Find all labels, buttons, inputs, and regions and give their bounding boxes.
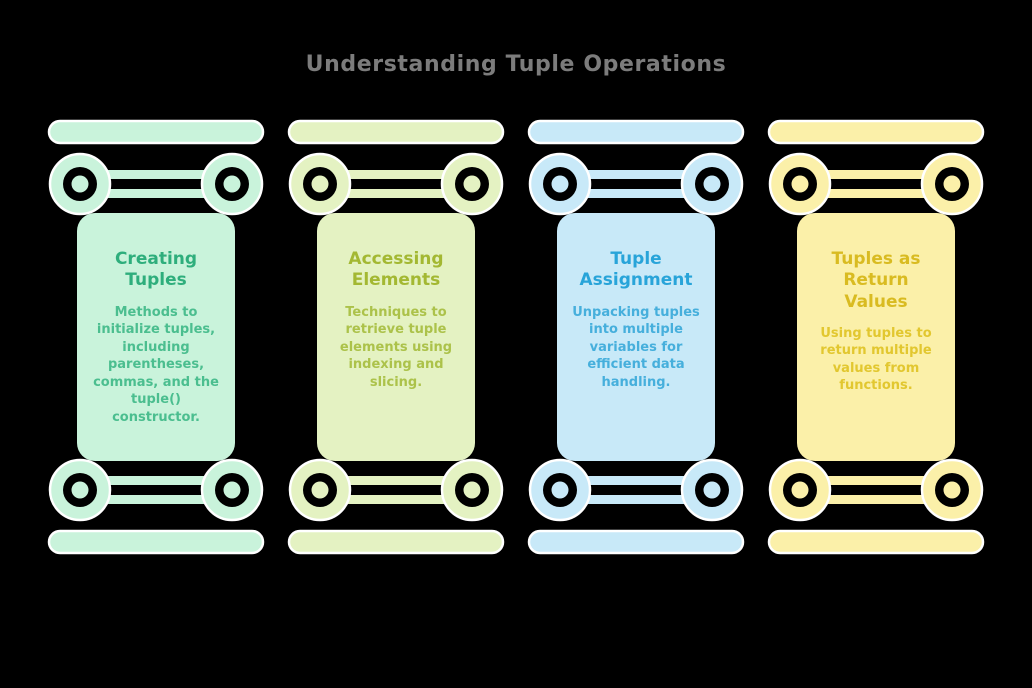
column-title: Creating Tuples [114, 249, 198, 291]
greek-column-capital-top-icon [767, 119, 985, 221]
greek-column-capital-top-icon [47, 119, 265, 221]
greek-column-capital-top-icon [287, 119, 505, 221]
greek-column-base-bottom-icon [287, 453, 505, 555]
page-title: Understanding Tuple Operations [305, 52, 727, 77]
column-body: Creating Tuples Methods to initialize tu… [77, 213, 235, 461]
column-creating-tuples: Creating Tuples Methods to initialize tu… [47, 119, 265, 555]
column-description: Unpacking tuples into multiple variables… [572, 304, 700, 390]
column-description: Methods to initialize tuples, including … [93, 304, 219, 425]
column-description: Techniques to retrieve tuple elements us… [339, 304, 453, 390]
greek-column-base-bottom-icon [767, 453, 985, 555]
column-description: Using tuples to return multiple values f… [820, 325, 932, 394]
column-tuple-assignment: Tuple Assignment Unpacking tuples into m… [527, 119, 745, 555]
greek-column-base-bottom-icon [47, 453, 265, 555]
column-title: Tuple Assignment [579, 249, 693, 291]
columns-row: Creating Tuples Methods to initialize tu… [0, 119, 1032, 555]
column-body: Tuples as Return Values Using tuples to … [797, 213, 955, 461]
column-title: Accessing Elements [348, 249, 444, 291]
greek-column-base-bottom-icon [527, 453, 745, 555]
column-tuples-as-return-values: Tuples as Return Values Using tuples to … [767, 119, 985, 555]
greek-column-capital-top-icon [527, 119, 745, 221]
column-title: Tuples as Return Values [831, 249, 921, 312]
column-body: Accessing Elements Techniques to retriev… [317, 213, 475, 461]
column-body: Tuple Assignment Unpacking tuples into m… [557, 213, 715, 461]
column-accessing-elements: Accessing Elements Techniques to retriev… [287, 119, 505, 555]
